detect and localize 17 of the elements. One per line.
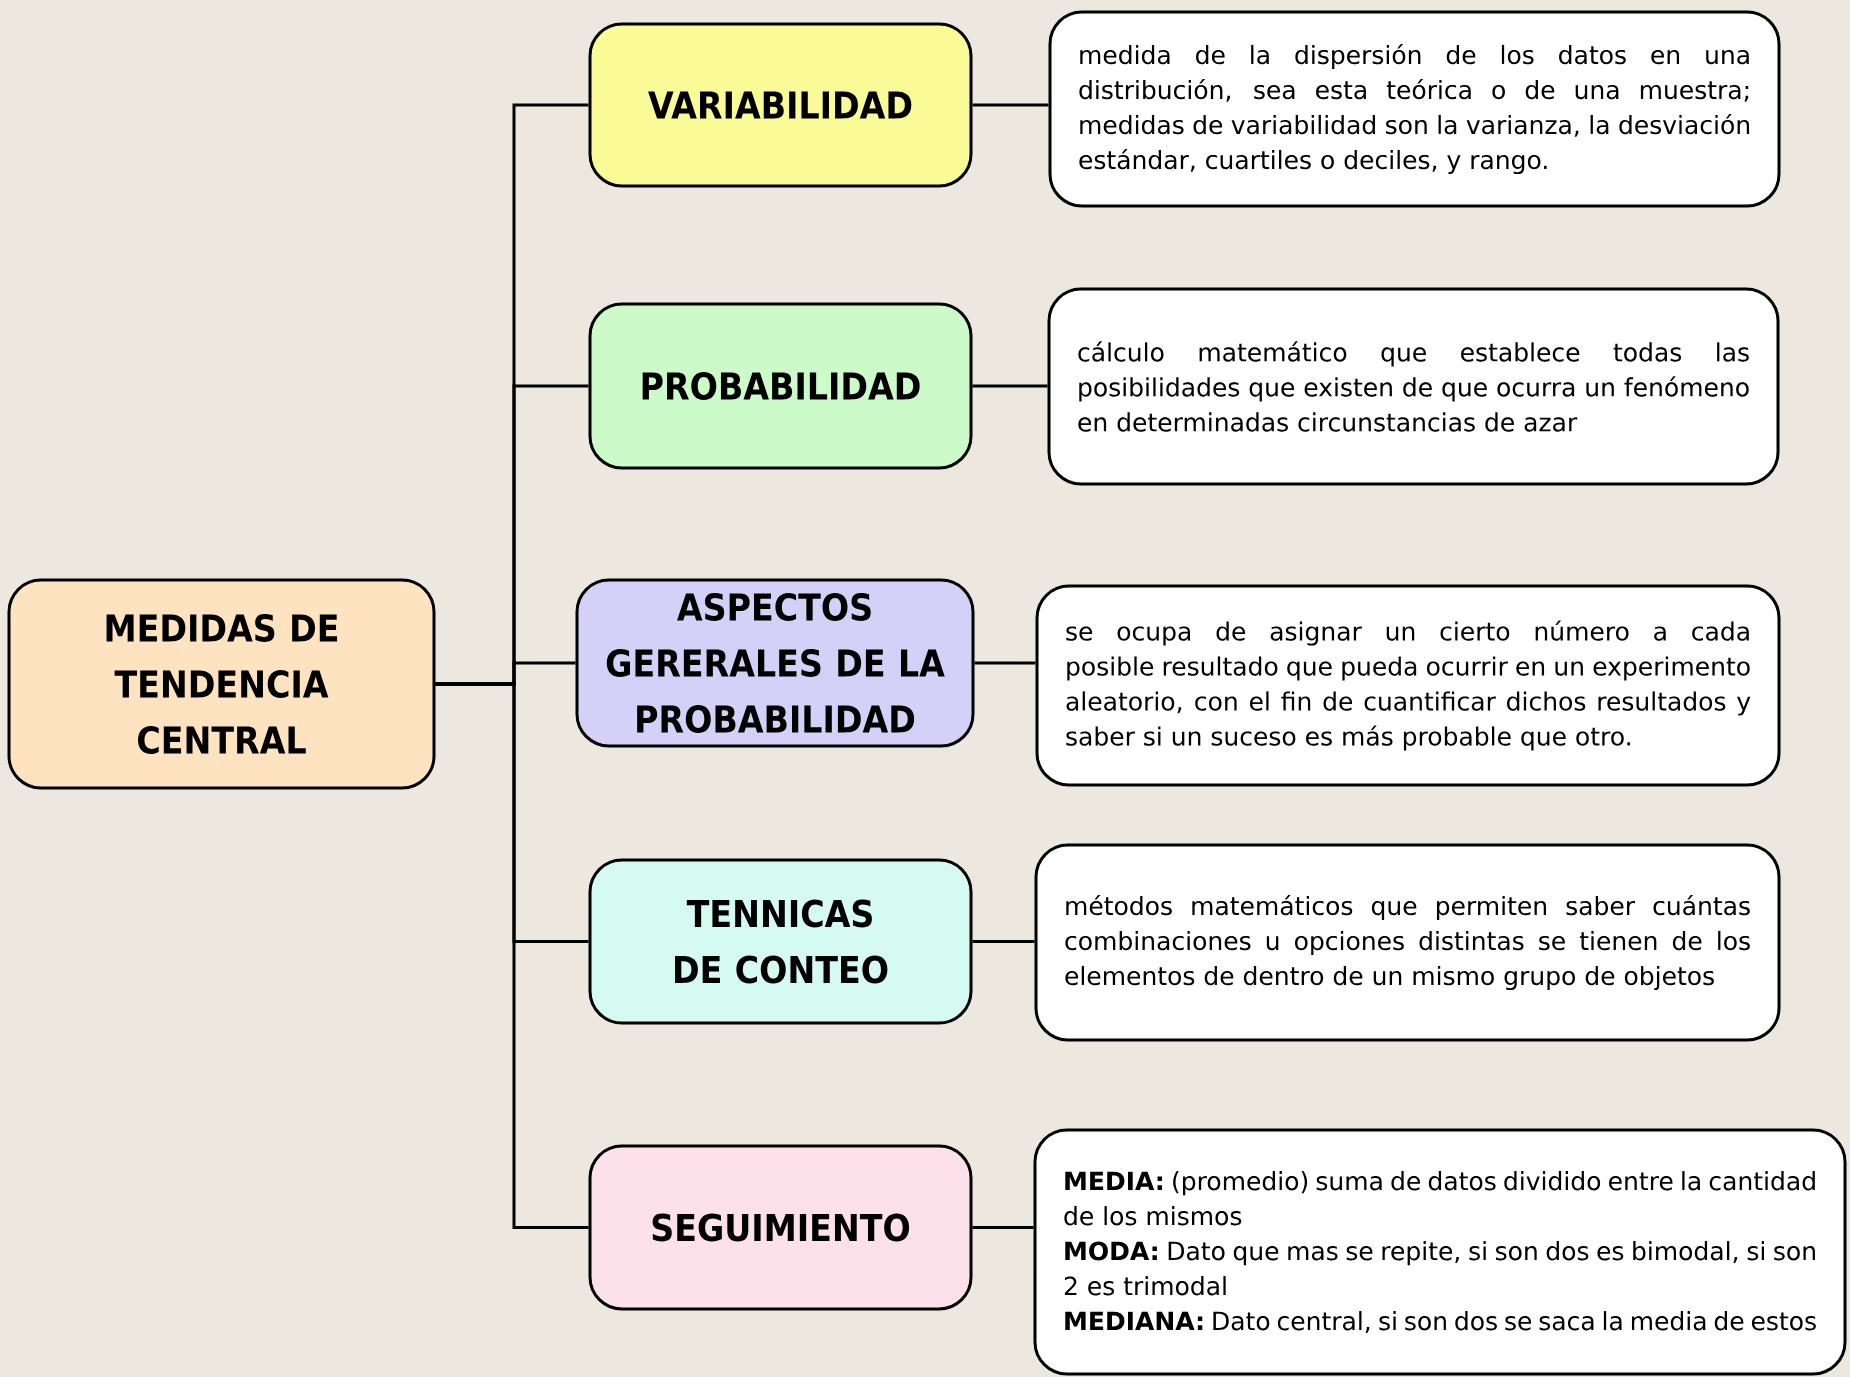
topic-box: TENNICAS DE CONTEO (588, 858, 973, 1025)
description-box: se ocupa de asignar un cierto número a cada posible resultado que pueda ocurrir en un experimento aleatorio, con el fin de cuantificar dichos resultados y saber si un suceso es más probable que otro. (1035, 584, 1781, 787)
topic-box: VARIABILIDAD (588, 22, 973, 188)
connector-line (974, 661, 1036, 665)
topic-box: SEGUIMIENTO (588, 1144, 973, 1311)
description-box: MEDIA: (promedio) suma de datos dividido entre la cantidad de los mismos MODA: Dato que mas se repite, si son dos es bimodal, si son 2 es trimodal MEDIANA: Dato central, si son dos se saca la media de estos (1033, 1128, 1847, 1376)
description-box: métodos matemáticos que permiten saber cuántas combinaciones u opciones distintas se tienen de los elementos de dentro de un mismo grupo de objetos (1034, 843, 1781, 1042)
connector-line (435, 682, 589, 1229)
connector-line (972, 940, 1035, 943)
connector-line (972, 384, 1048, 388)
connector-line (972, 103, 1049, 107)
topic-box: ASPECTOS GERERALES DE LA PROBABILIDAD (575, 578, 975, 748)
description-box: cálculo matemático que establece todas las posibilidades que existen de que ocurra un fenómeno en determinadas circunstancias de azar (1047, 287, 1780, 486)
topic-box: PROBABILIDAD (588, 302, 973, 470)
description-box: medida de la dispersión de los datos en una distribución, sea esta teórica o de una muestra; medidas de variabilidad son la varianza, la desviación estándar, cuartiles o deciles, y rango. (1048, 10, 1781, 208)
topic-box: MEDIDAS DE TENDENCIA CENTRAL (7, 578, 436, 790)
connector-line (972, 1226, 1034, 1229)
